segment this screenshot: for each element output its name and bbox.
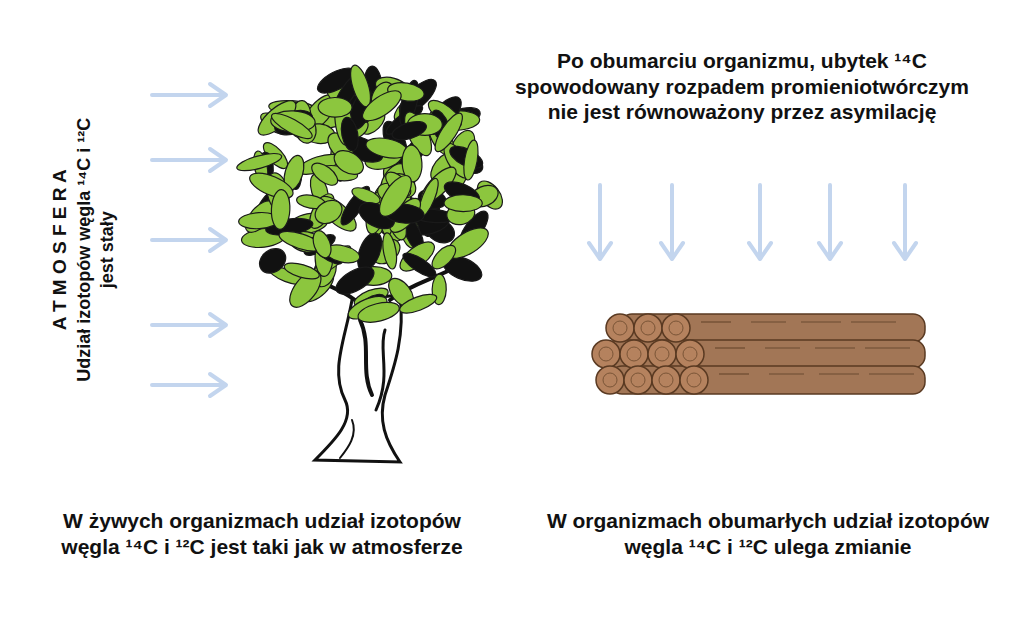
- decay-note: Po obumarciu organizmu, ubytek ¹⁴C spowo…: [502, 48, 982, 125]
- tree-canopy: [235, 63, 507, 326]
- bark-line: [765, 347, 800, 348]
- leaf: [318, 97, 352, 117]
- tree-ring: [687, 373, 701, 387]
- tree-ring: [603, 373, 617, 387]
- bark-line: [851, 321, 896, 322]
- leaf: [400, 249, 439, 281]
- log-end: [652, 366, 680, 394]
- bark-line: [869, 373, 914, 374]
- leaf: [255, 244, 291, 278]
- leaf: [339, 116, 361, 153]
- tree-ring: [641, 321, 655, 335]
- leaf: [444, 195, 482, 212]
- log-end: [676, 340, 704, 368]
- tree-ring: [655, 347, 669, 361]
- log-body: [610, 366, 925, 394]
- tree-ring: [669, 321, 683, 335]
- leaf: [461, 139, 480, 181]
- vertical-caption: A T M O S F E R AUdział izotopów węgla ¹…: [48, 100, 119, 400]
- bark-line: [801, 321, 841, 322]
- atmosphere-heading: A T M O S F E R A: [48, 100, 73, 400]
- leaf: [330, 146, 368, 180]
- bark-line: [819, 373, 859, 374]
- bark-line: [701, 321, 731, 322]
- log-pile: [592, 314, 925, 394]
- leaf: [310, 228, 335, 260]
- tree-ring: [631, 373, 645, 387]
- leaf: [356, 299, 401, 326]
- log-end: [620, 340, 648, 368]
- log-end: [648, 340, 676, 368]
- bark-line: [815, 347, 855, 348]
- bark-line: [751, 321, 786, 322]
- tree-ring: [599, 347, 613, 361]
- leaf: [271, 189, 291, 230]
- leaf: [311, 196, 346, 229]
- leaf: [332, 262, 378, 300]
- log-body: [620, 314, 925, 342]
- living-note: W żywych organizmach udział izotopów węg…: [47, 508, 477, 559]
- tree-ring: [627, 347, 641, 361]
- log-end: [624, 366, 652, 394]
- leaf: [346, 63, 374, 109]
- log-end: [592, 340, 620, 368]
- leaf: [390, 118, 429, 143]
- log-body: [606, 340, 925, 368]
- tree-ring: [659, 373, 673, 387]
- leaf: [397, 290, 438, 316]
- atmosphere-note: Udział izotopów węgla ¹⁴C i ¹²C jest sta…: [73, 100, 120, 400]
- bark-line: [719, 373, 749, 374]
- leaf: [235, 150, 283, 174]
- leaf: [373, 171, 417, 222]
- log-end: [662, 314, 690, 342]
- log-end: [606, 314, 634, 342]
- bark-line: [715, 347, 745, 348]
- tree-ring: [683, 347, 697, 361]
- leaf: [283, 260, 321, 282]
- log-end: [596, 366, 624, 394]
- bark-line: [865, 347, 910, 348]
- log-end: [680, 366, 708, 394]
- leaf: [269, 109, 316, 143]
- leaf: [358, 85, 406, 126]
- tree-ring: [613, 321, 627, 335]
- log-end: [634, 314, 662, 342]
- dead-note: W organizmach obumarłych udział izotopów…: [538, 508, 998, 559]
- bark-line: [769, 373, 804, 374]
